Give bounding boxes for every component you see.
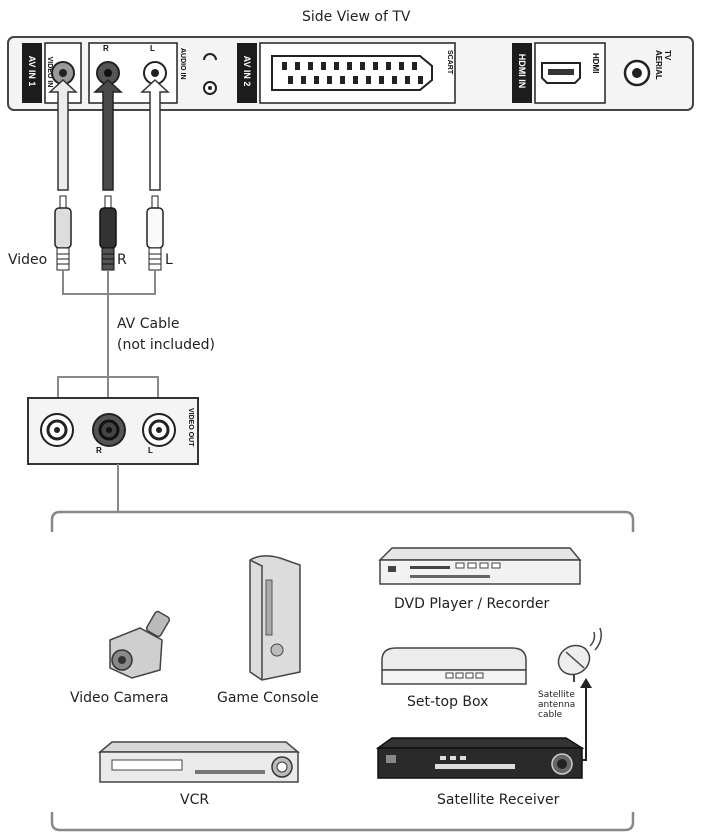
game-console-icon — [249, 555, 301, 681]
scart-pin — [386, 62, 391, 70]
satellite-receiver-label: Satellite Receiver — [437, 792, 560, 808]
av-in-1-label: AV IN 1 — [27, 55, 37, 87]
scart-pin — [334, 62, 339, 70]
scart-pin — [282, 62, 287, 70]
audio-l-label: L — [150, 44, 155, 53]
white-cable-arrow — [140, 78, 170, 191]
cable-label-line1: AV Cable — [117, 316, 180, 332]
video-out-label: VIDEO OUT — [187, 408, 194, 447]
dvd-label: DVD Player / Recorder — [394, 596, 550, 612]
video-plug — [54, 195, 72, 271]
scart-pin — [399, 62, 404, 70]
satellite-cable-label: Satellite antenna cable — [538, 690, 576, 720]
scart-pin — [373, 62, 378, 70]
antenna-cable-arrowhead — [580, 678, 592, 688]
scart-pin — [301, 76, 306, 84]
audio-r-label: R — [103, 44, 109, 53]
scart-pin — [295, 62, 300, 70]
vcr-icon — [97, 741, 301, 783]
diagram-title: Side View of TV — [302, 9, 411, 25]
video-camera-label: Video Camera — [70, 690, 169, 706]
scart-pin — [418, 76, 423, 84]
red-cable-arrow — [93, 78, 123, 191]
plug-video-label: Video — [8, 252, 48, 268]
headphone-icon — [203, 53, 217, 61]
hdmi-in-label: HDMI IN — [517, 53, 527, 89]
scart-pin — [347, 62, 352, 70]
set-top-box-label: Set-top Box — [407, 694, 489, 710]
satellite-dish-icon — [557, 627, 602, 682]
av-in-2-label: AV IN 2 — [242, 55, 252, 87]
devices-bracket-bottom — [50, 812, 635, 832]
scart-pin — [412, 62, 417, 70]
hdmi-label: HDMI — [591, 53, 600, 74]
plug-r-label: R — [117, 252, 127, 268]
vcr-label: VCR — [180, 792, 210, 808]
out-l-label: L — [148, 446, 153, 455]
av-in-2-label-block — [237, 43, 257, 103]
devices-bracket-top — [50, 510, 635, 532]
scart-pin — [314, 76, 319, 84]
white-plug — [146, 195, 164, 271]
satellite-receiver-icon — [375, 737, 585, 779]
scart-pin — [340, 76, 345, 84]
set-top-box-icon — [381, 647, 527, 685]
red-plug — [99, 195, 117, 271]
scart-pin — [321, 62, 326, 70]
dvd-player-icon — [378, 547, 582, 585]
scart-pin — [327, 76, 332, 84]
scart-pin — [366, 76, 371, 84]
scart-pins — [282, 62, 423, 84]
scart-pin — [288, 76, 293, 84]
scart-pin — [353, 76, 358, 84]
av-in-1-label-block — [22, 43, 42, 103]
video-cable-arrow — [48, 78, 78, 191]
scart-pin — [308, 62, 313, 70]
out-r-label: R — [96, 446, 102, 455]
tv-aerial-label: TV AERIAL — [654, 50, 672, 80]
scart-pin — [379, 76, 384, 84]
hdmi-in-label-block — [512, 43, 532, 103]
cable-label-line2: (not included) — [117, 337, 215, 353]
video-camera-icon — [109, 610, 171, 679]
game-console-label: Game Console — [217, 690, 319, 706]
cable-bundle-bottom — [57, 376, 159, 405]
scart-pin — [405, 76, 410, 84]
plug-l-label: L — [165, 252, 173, 268]
scart-connector — [271, 55, 433, 91]
scart-pin — [392, 76, 397, 84]
audio-in-label: AUDIO IN — [179, 48, 186, 80]
video-in-label: VIDEO IN — [46, 56, 53, 88]
scart-pin — [360, 62, 365, 70]
scart-label: SCART — [446, 50, 453, 75]
